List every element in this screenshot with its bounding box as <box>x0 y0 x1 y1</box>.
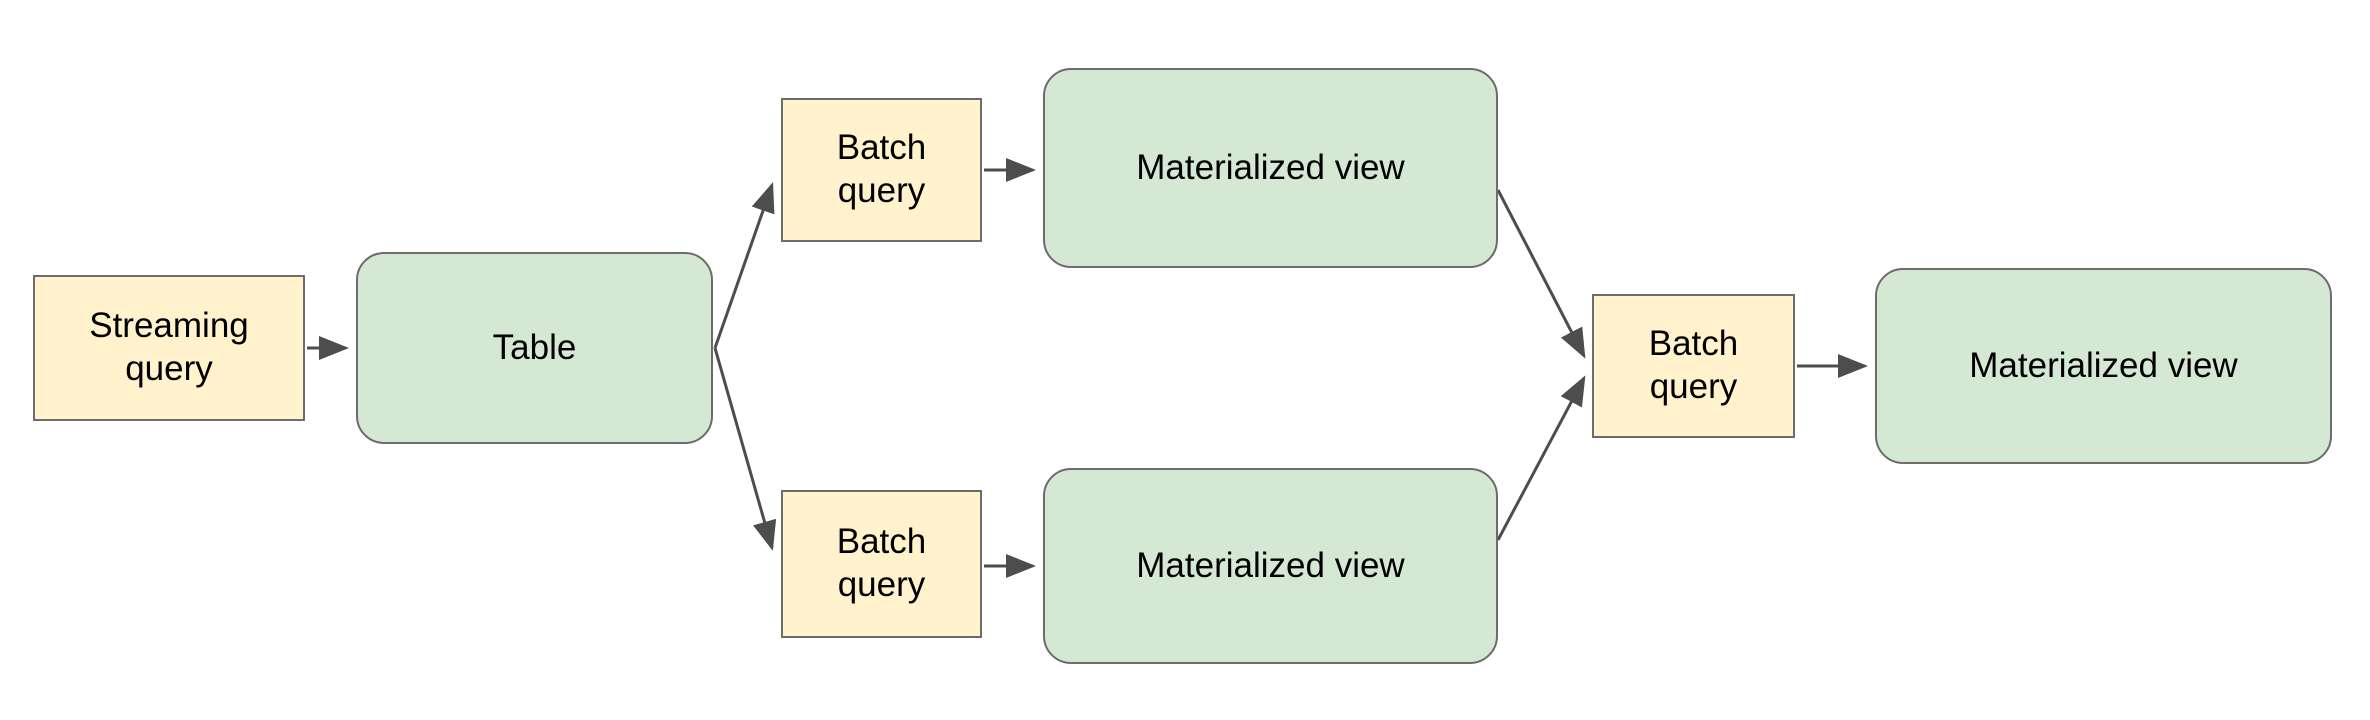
node-table[interactable]: Table <box>356 252 713 444</box>
edge-table-to-batch-query-bottom <box>713 347 777 551</box>
node-streaming-query[interactable]: Streaming query <box>33 275 305 421</box>
node-batch-query-center[interactable]: Batch query <box>1592 294 1795 438</box>
node-label: Batch query <box>836 522 927 604</box>
node-label: Materialized view <box>1136 147 1405 187</box>
edge-materialized-view-bottom-to-batch-query-center <box>1496 375 1586 541</box>
node-materialized-view-bottom[interactable]: Materialized view <box>1043 468 1498 664</box>
node-batch-query-bottom[interactable]: Batch query <box>781 490 982 638</box>
node-materialized-view-right[interactable]: Materialized view <box>1875 268 2332 464</box>
node-label: Streaming query <box>89 306 249 388</box>
node-label: Materialized view <box>1136 545 1405 585</box>
node-label: Batch query <box>836 128 927 210</box>
node-label: Batch query <box>1648 324 1739 406</box>
node-batch-query-top[interactable]: Batch query <box>781 98 982 242</box>
node-label: Table <box>492 327 577 367</box>
node-materialized-view-top[interactable]: Materialized view <box>1043 68 1498 268</box>
edge-materialized-view-top-to-batch-query-center <box>1496 189 1586 359</box>
edge-table-to-batch-query-top <box>713 182 775 349</box>
node-label: Materialized view <box>1969 345 2238 385</box>
